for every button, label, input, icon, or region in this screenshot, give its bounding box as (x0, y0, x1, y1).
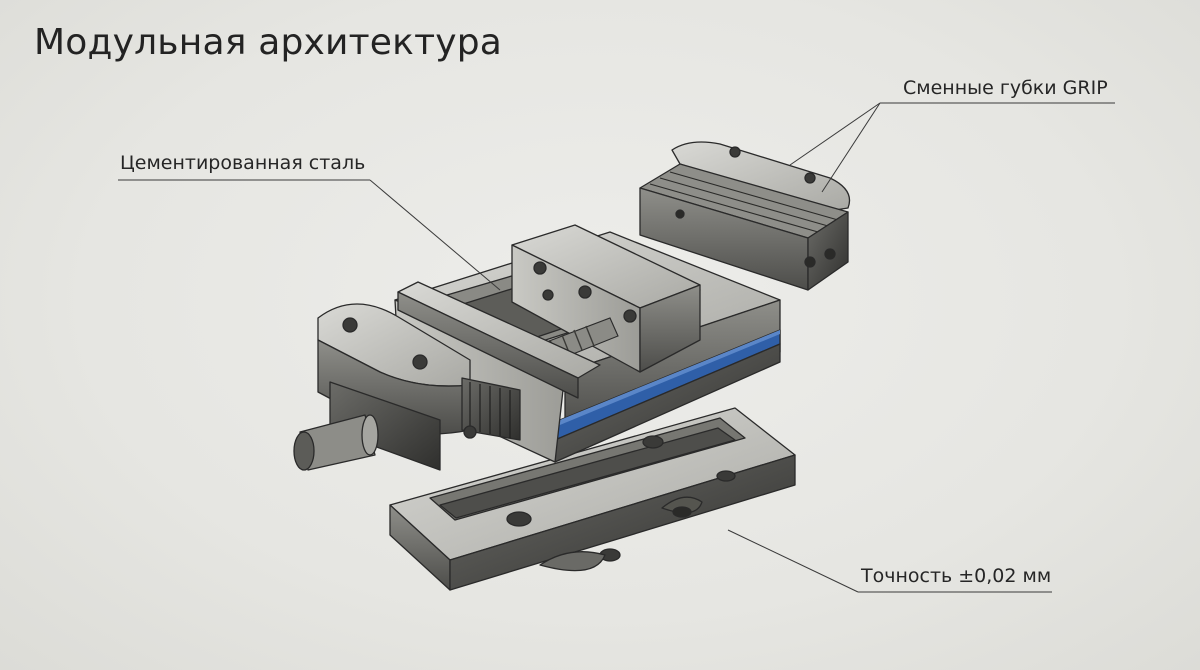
callout-jaws: Сменные губки GRIP (903, 77, 1108, 99)
moving-jaw (293, 281, 601, 471)
page-title: Модульная архитектура (34, 22, 503, 63)
callout-steel: Цементированная сталь (120, 152, 366, 174)
grip-jaw-piece (639, 141, 851, 291)
callout-precision: Точность ±0,02 мм (861, 565, 1052, 587)
base-plate (389, 407, 796, 591)
leader-lines (118, 102, 1115, 593)
